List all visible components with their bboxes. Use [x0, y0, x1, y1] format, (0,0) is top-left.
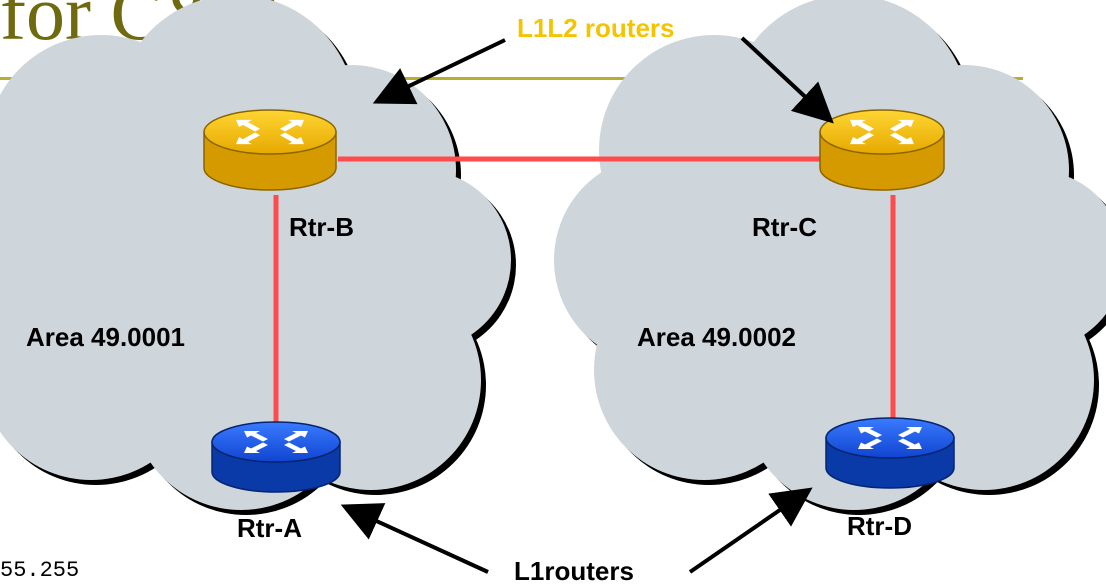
callout-l1l2-label: L1L2 routers [517, 13, 675, 43]
links [273, 156, 896, 438]
router-label-rtr-a: Rtr-A [237, 513, 302, 543]
router-label-rtr-d: Rtr-D [847, 511, 912, 541]
callout-arrows [340, 36, 834, 574]
router-rtr-b [203, 109, 337, 191]
arrow-to-rtr-c [740, 36, 834, 124]
arrow-to-rtr-d [688, 487, 813, 574]
router-rtr-d [825, 417, 955, 489]
router-arrows-icon [858, 427, 922, 449]
router-rtr-c [819, 109, 945, 191]
arrow-to-rtr-b [372, 38, 506, 105]
title-underline [0, 77, 1023, 80]
area-label-1: Area 49.0001 [26, 322, 185, 352]
router-arrows-icon [236, 119, 304, 145]
router-arrows-icon [850, 119, 914, 145]
router-label-rtr-c: Rtr-C [752, 212, 817, 242]
router-label-rtr-b: Rtr-B [289, 212, 354, 242]
area-label-2: Area 49.0002 [637, 322, 796, 352]
footer-code-text: 55.255 [0, 558, 80, 583]
router-arrows-icon [244, 431, 308, 453]
router-rtr-a [211, 421, 341, 493]
callout-l1-label: L1routers [514, 556, 634, 585]
arrow-to-rtr-a [340, 503, 489, 574]
